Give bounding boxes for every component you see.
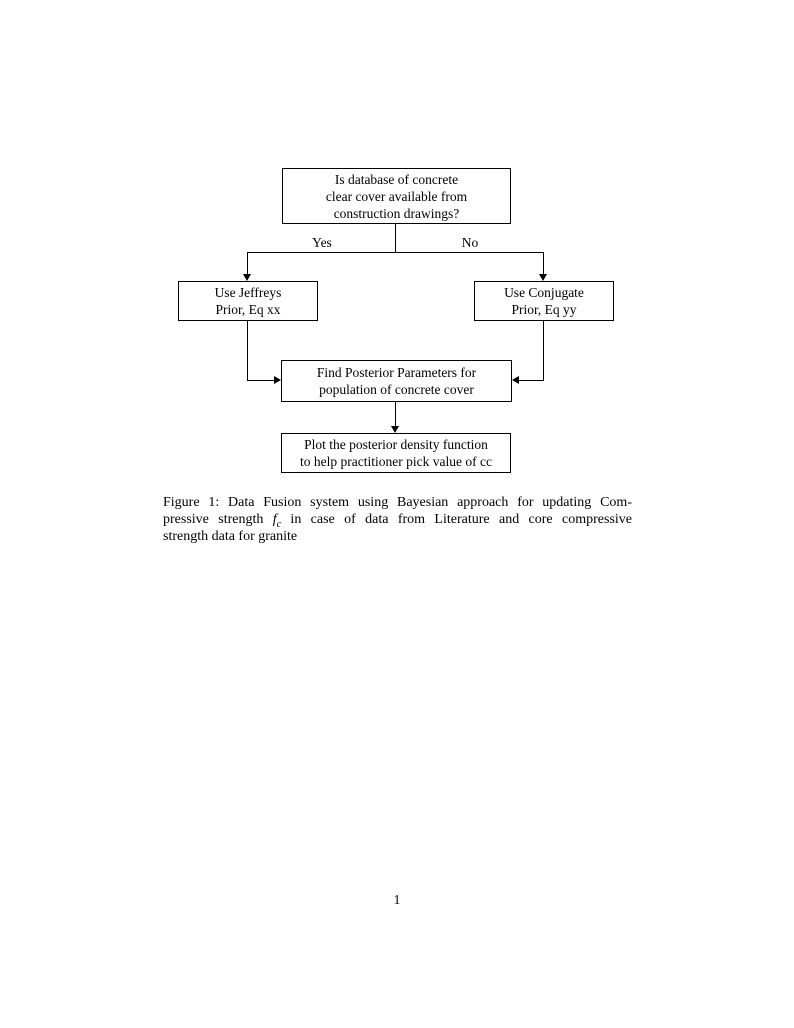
page-number: 1 [393,892,401,907]
connector-start-trunk [395,224,396,253]
edge-label-yes: Yes [312,235,332,250]
node-plot-density: Plot the posterior density function to h… [281,433,511,473]
arrowhead-into-jeffreys [243,274,251,281]
fc-subscript: c [276,519,282,530]
fc-math-symbol: fc [272,512,282,530]
fc-base: f [272,512,277,528]
connector-conjugate-vertical [543,321,544,380]
caption-text-segment: in case of data from Literature and core… [281,512,632,528]
node-jeffreys-prior: Use Jeffreys Prior, Eq xx [178,281,318,321]
arrowhead-jeffreys-into-posterior [274,376,281,384]
caption-line-3: strength data for granite [163,529,298,545]
caption-line-2: pressive strength fc in case of data fro… [163,511,632,530]
node-conjugate-prior: Use Conjugate Prior, Eq yy [474,281,614,321]
connector-no-vertical [543,252,544,274]
connector-posterior-vertical [395,402,396,426]
node-find-posterior: Find Posterior Parameters for population… [281,360,512,402]
figure-caption: Figure 1: Data Fusion system using Bayes… [163,494,632,546]
arrowhead-conjugate-into-posterior [512,376,519,384]
connector-yes-vertical [247,252,248,274]
connector-jeffreys-horizontal [247,380,275,381]
caption-text-segment: pressive strength [163,512,273,528]
connector-branch-horizontal [247,252,544,253]
caption-line-1: Figure 1: Data Fusion system using Bayes… [163,495,632,510]
connector-jeffreys-vertical [247,321,248,380]
arrowhead-into-conjugate [539,274,547,281]
connector-conjugate-horizontal [519,380,544,381]
node-start-question: Is database of concrete clear cover avai… [282,168,511,224]
edge-label-no: No [461,235,479,250]
arrowhead-into-plot [391,426,399,433]
